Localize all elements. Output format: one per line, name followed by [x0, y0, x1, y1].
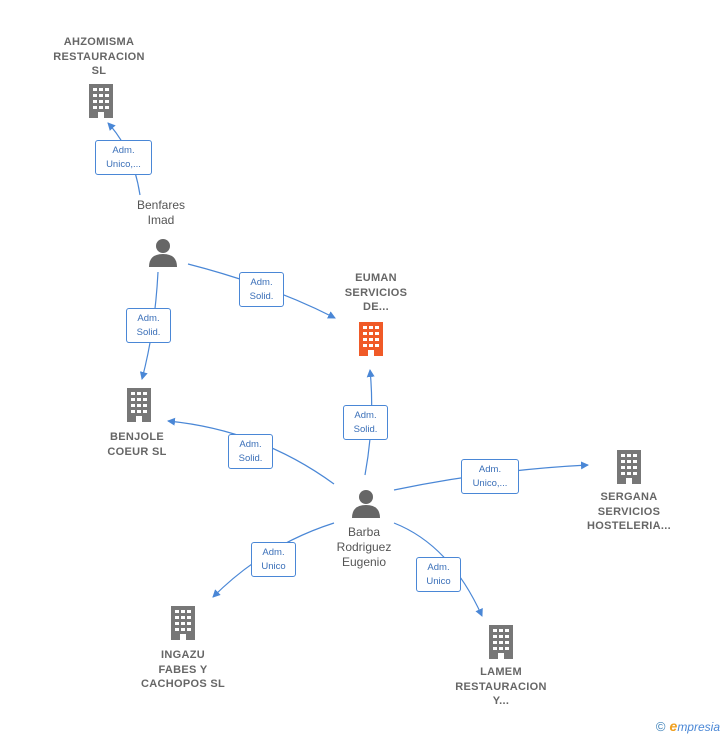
label-line: CACHOPOS SL	[141, 678, 225, 690]
label-line: Benfares	[136, 198, 186, 212]
edge-label-barba-benjole[interactable]: Adm. Solid.	[228, 434, 273, 469]
label-line: COEUR SL	[107, 445, 167, 458]
node-label-lamem[interactable]: LAMEM RESTAURACION Y...	[455, 665, 546, 709]
edge-label-line: Adm.	[250, 277, 273, 288]
label-line: LAMEM	[480, 666, 522, 678]
node-label-ingazu[interactable]: INGAZU FABES Y CACHOPOS SL	[141, 648, 225, 692]
edge-label-line: Adm.	[427, 562, 450, 573]
label-line: Y...	[492, 695, 510, 707]
person-label-barba[interactable]: Barba Rodriguez Eugenio	[337, 525, 392, 570]
label-line: SERVICIOS	[597, 505, 661, 518]
building-icon-lamem[interactable]	[486, 625, 516, 659]
edge-label-line: Adm.	[112, 145, 135, 156]
node-label-sergana[interactable]: SERGANA SERVICIOS HOSTELERIA...	[587, 490, 671, 534]
label-line: RESTAURACION	[455, 680, 547, 693]
person-icon-barba[interactable]	[351, 488, 381, 518]
label-line: Eugenio	[341, 555, 387, 569]
brand-initial: e	[669, 718, 678, 734]
label-line: Imad	[147, 213, 175, 227]
label-line: Barba	[347, 525, 381, 539]
building-icon-sergana[interactable]	[614, 450, 644, 484]
edge-label-line: Unico	[261, 561, 286, 572]
edge-label-line: Adm.	[478, 464, 502, 475]
footer-watermark: © empresia	[656, 718, 720, 734]
edge-label-benfares-benjole[interactable]: Adm. Solid.	[126, 308, 171, 343]
edge-label-line: Unico,...	[472, 478, 508, 489]
node-label-ahzomisma[interactable]: AHZOMISMA RESTAURACION SL	[53, 35, 144, 79]
label-line: RESTAURACION	[53, 50, 145, 63]
edge-label-benfares-ahzomisma[interactable]: Adm. Unico,...	[95, 140, 152, 175]
edge-label-line: Solid.	[238, 453, 263, 464]
label-line: Rodriguez	[336, 540, 392, 554]
building-icon-benjole[interactable]	[124, 388, 154, 422]
edge-label-line: Adm.	[239, 439, 262, 450]
label-line: SERGANA	[600, 491, 658, 503]
edge-label-line: Adm.	[354, 410, 377, 421]
edge-label-benfares-euman[interactable]: Adm. Solid.	[239, 272, 284, 307]
edge-label-line: Unico,...	[106, 159, 141, 170]
brand-logo: empresia	[670, 718, 720, 734]
copyright-icon: ©	[655, 718, 666, 734]
label-line: SL	[91, 65, 107, 77]
edge-label-line: Solid.	[353, 424, 378, 435]
edge-label-barba-lamem[interactable]: Adm. Unico	[416, 557, 461, 592]
person-icon-benfares[interactable]	[148, 237, 178, 267]
label-line: SERVICIOS	[344, 286, 408, 299]
edge-label-line: Adm.	[262, 547, 285, 558]
label-line: DE...	[363, 301, 389, 313]
label-line: AHZOMISMA	[63, 36, 135, 48]
label-line: HOSTELERIA...	[587, 520, 671, 532]
building-icon-ingazu[interactable]	[168, 606, 198, 640]
node-label-euman[interactable]: EUMAN SERVICIOS DE...	[345, 271, 407, 315]
building-icon-euman[interactable]	[356, 322, 386, 356]
label-line: INGAZU	[161, 649, 205, 661]
edge-label-line: Solid.	[249, 291, 274, 302]
edge-label-line: Unico	[426, 576, 451, 587]
brand-rest: mpresia	[677, 720, 720, 734]
edge-label-line: Adm.	[137, 313, 160, 324]
node-label-benjole[interactable]: BENJOLE COEUR SL	[107, 430, 166, 459]
label-line: FABES Y	[158, 663, 208, 676]
edge-label-line: Solid.	[136, 327, 161, 338]
edge-label-barba-ingazu[interactable]: Adm. Unico	[251, 542, 296, 577]
label-line: BENJOLE	[109, 431, 165, 443]
person-label-benfares[interactable]: Benfares Imad	[137, 198, 185, 228]
edge-label-barba-euman[interactable]: Adm. Solid.	[343, 405, 388, 440]
label-line: EUMAN	[355, 272, 397, 284]
building-icon-ahzomisma[interactable]	[86, 84, 116, 118]
edge-label-barba-sergana[interactable]: Adm. Unico,...	[461, 459, 519, 494]
